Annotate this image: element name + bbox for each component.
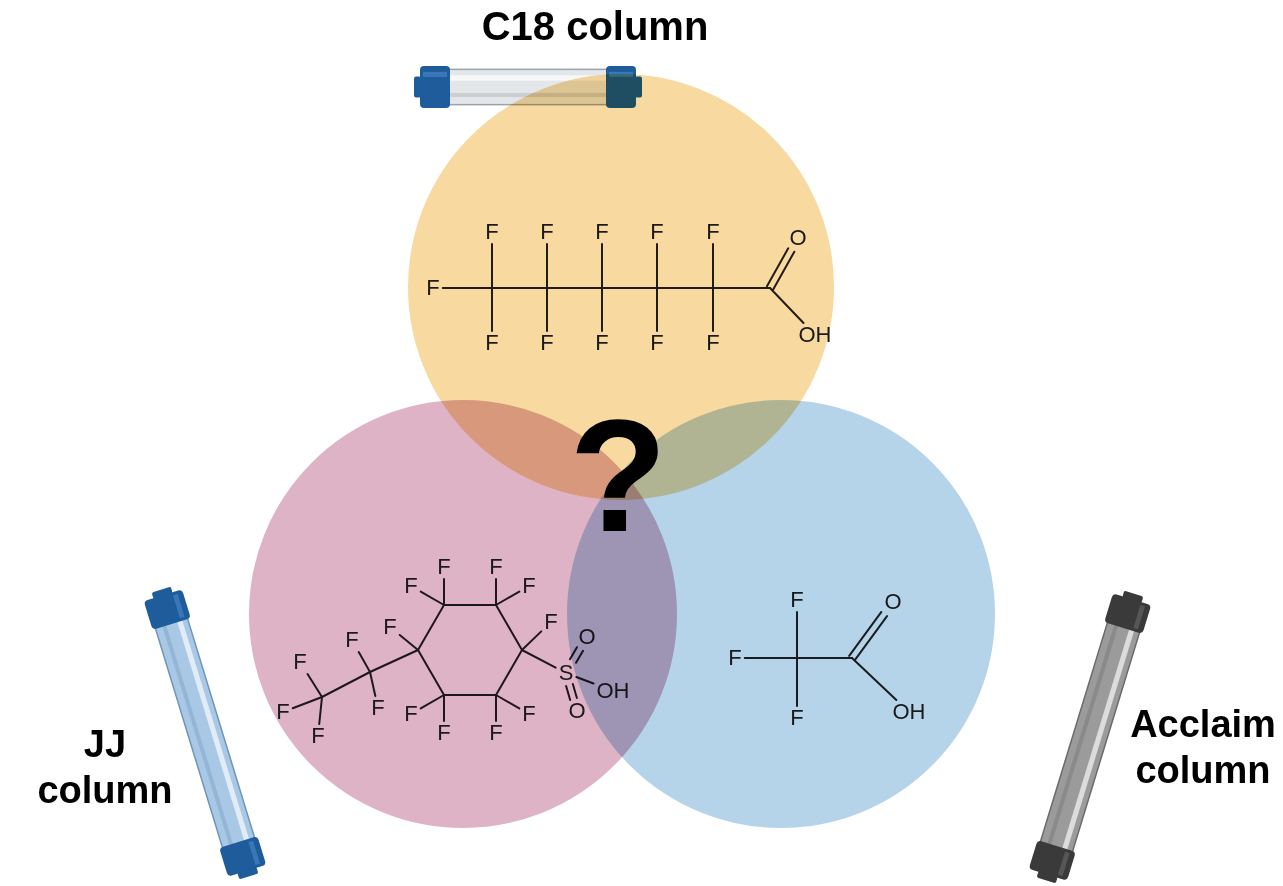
- atom-label: F: [345, 629, 358, 651]
- atom-label: F: [544, 611, 557, 633]
- atom-label: F: [790, 707, 803, 729]
- atom-label: F: [790, 589, 803, 611]
- atom-label: F: [706, 332, 719, 354]
- atom-label: F: [489, 722, 502, 744]
- atom-label: F: [485, 332, 498, 354]
- atom-label: F: [706, 221, 719, 243]
- atom-label: F: [540, 221, 553, 243]
- atom-label: F: [404, 703, 417, 725]
- atom-label: F: [522, 575, 535, 597]
- column-fitting: [237, 867, 258, 880]
- atom-label: F: [650, 332, 663, 354]
- column-shade: [1047, 623, 1119, 846]
- column-body: [1039, 617, 1141, 856]
- atom-label: O: [789, 227, 806, 249]
- atom-label: F: [437, 722, 450, 744]
- atom-label: F: [383, 616, 396, 638]
- atom-label: F: [650, 221, 663, 243]
- column-fitting: [152, 587, 173, 600]
- atom-label: F: [311, 725, 324, 747]
- question-mark: ?: [569, 396, 667, 556]
- atom-label: F: [595, 221, 608, 243]
- column-label: C18 column: [482, 2, 709, 50]
- atom-label: F: [426, 277, 439, 299]
- cap-highlight: [1133, 605, 1145, 629]
- column-end-cap: [1029, 840, 1076, 880]
- column-body: [154, 613, 256, 852]
- cap-highlight: [173, 594, 185, 618]
- atom-label: F: [276, 701, 289, 723]
- atom-label: OH: [799, 324, 832, 346]
- atom-label: F: [371, 697, 384, 719]
- atom-label: O: [884, 591, 901, 613]
- atom-label: F: [404, 575, 417, 597]
- column-label: JJ column: [30, 722, 180, 813]
- atom-label: F: [437, 556, 450, 578]
- column-end-cap: [144, 589, 191, 629]
- column-highlight: [177, 619, 250, 842]
- atom-label: F: [728, 647, 741, 669]
- columns: [142, 66, 1153, 886]
- column-label: Acclaim column: [1123, 702, 1283, 793]
- atom-label: F: [485, 221, 498, 243]
- atom-label: O: [568, 700, 585, 722]
- column-highlight: [1062, 628, 1135, 851]
- column-end-cap: [219, 836, 266, 876]
- atom-label: F: [293, 651, 306, 673]
- atom-label: F: [489, 556, 502, 578]
- cap-highlight: [248, 841, 260, 865]
- cap-highlight: [423, 72, 447, 77]
- atom-label: F: [595, 332, 608, 354]
- atom-label: OH: [893, 701, 926, 723]
- column-shade: [162, 624, 234, 847]
- column-fitting: [1037, 871, 1058, 884]
- column-end-cap: [420, 66, 450, 108]
- atom-label: F: [540, 332, 553, 354]
- column-fitting: [414, 77, 421, 98]
- cap-highlight: [1058, 852, 1070, 876]
- atom-label: F: [522, 703, 535, 725]
- column-fitting: [1122, 591, 1143, 604]
- column-end-cap: [1104, 593, 1151, 633]
